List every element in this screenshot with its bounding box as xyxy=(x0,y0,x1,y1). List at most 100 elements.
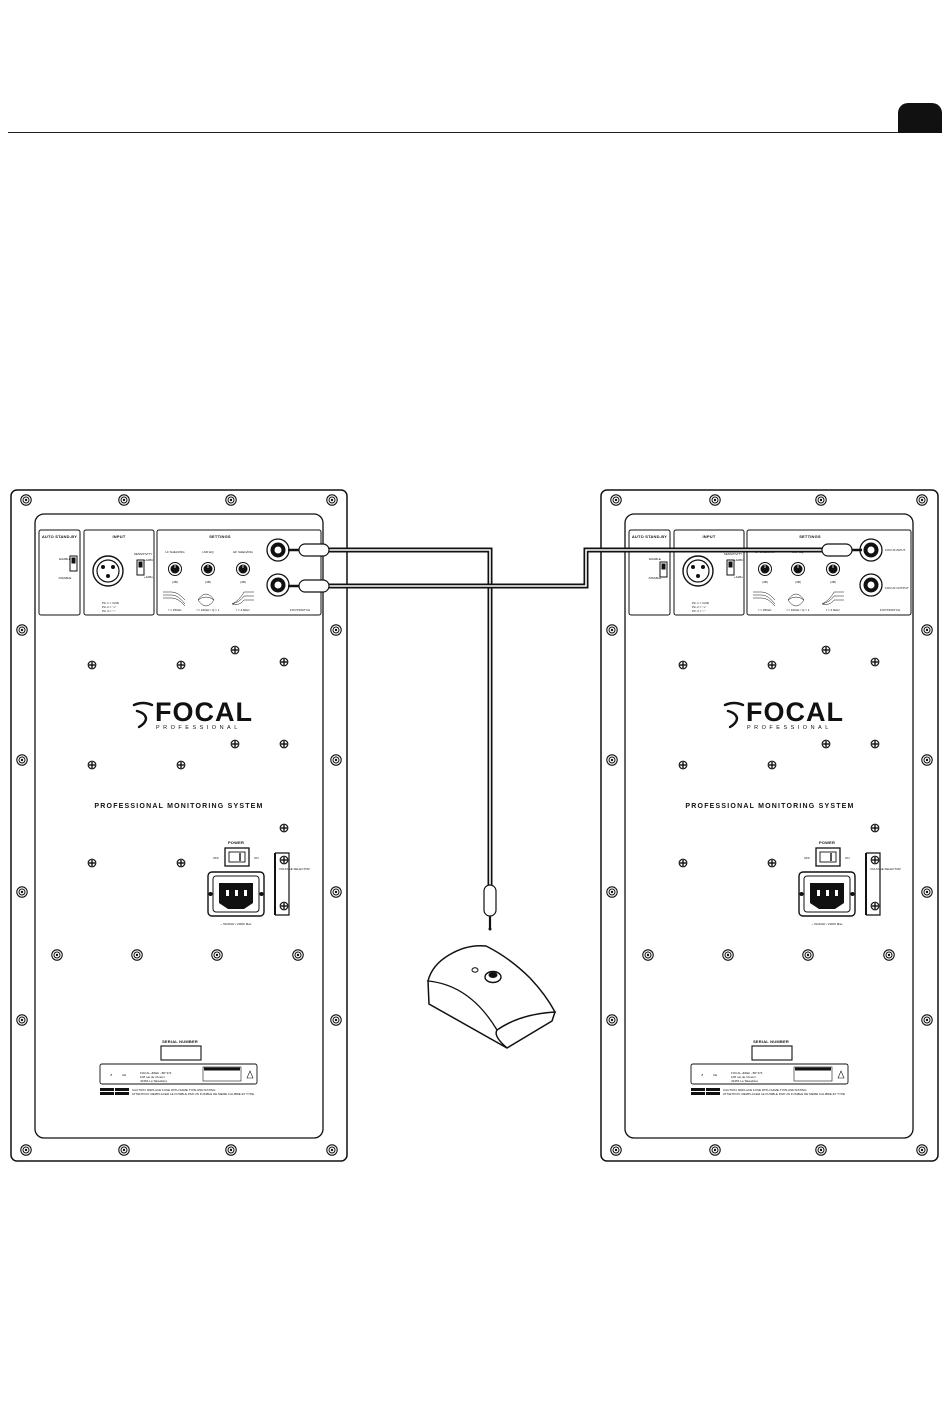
voltage-selector[interactable] xyxy=(865,852,881,916)
knob-label-lmf: LMF EQ xyxy=(202,550,214,554)
power-label: POWER xyxy=(228,840,244,845)
pin-spec-2: Pin 2 = "+" xyxy=(102,605,116,609)
lf-shelving-knob[interactable] xyxy=(168,562,182,576)
knob-unit-lf: (dB) xyxy=(762,580,768,584)
bolt-icon xyxy=(330,1014,342,1026)
autostandby-panel-left: AUTO STAND-BY ENABLE DISABLE xyxy=(38,529,81,616)
bolt-icon xyxy=(709,1144,721,1156)
fuse-warning-en: CAUTION: REPLACE FUSE WITH SAME TYPE AND… xyxy=(723,1088,807,1092)
sensitivity-label: SENSITIVITY xyxy=(724,552,742,556)
input-title: INPUT xyxy=(703,534,716,539)
bolt-icon xyxy=(883,949,895,961)
power-on-label: ON xyxy=(254,856,259,860)
bolt-icon xyxy=(815,494,827,506)
screw-icon xyxy=(767,660,777,670)
bolt-icon xyxy=(815,1144,827,1156)
autostandby-panel-right: AUTO STAND-BY ENABLE DISABLE xyxy=(628,529,671,616)
fuse-warning-fr: ATTENTION: REMPLACER LE FUSIBLE PAR UN F… xyxy=(723,1092,845,1096)
screw-icon xyxy=(678,858,688,868)
pin-spec-3: Pin 3 = "-" xyxy=(692,609,705,613)
label-addr-1: FOCAL-JMlab - BP 374 xyxy=(140,1071,172,1075)
lmf-eq-knob[interactable] xyxy=(791,562,805,576)
footswitch-label: FOOTSWITCH xyxy=(880,608,900,612)
power-switch[interactable] xyxy=(815,847,841,867)
jack-plug-right xyxy=(821,543,862,557)
graph-label-lf: f = 250Hz xyxy=(169,608,182,612)
bolt-icon xyxy=(16,886,28,898)
bolt-icon xyxy=(921,754,933,766)
screw-icon xyxy=(279,823,289,833)
focus-output-label: FOCUS OUTPUT xyxy=(885,586,909,590)
fuse-warning-en: CAUTION: REPLACE FUSE WITH SAME TYPE AND… xyxy=(132,1088,216,1092)
brand-subtitle: PROFESSIONAL xyxy=(747,725,832,731)
screw-icon xyxy=(176,760,186,770)
graph-label-lf: f = 250Hz xyxy=(759,608,772,612)
focus-output-jack-left[interactable] xyxy=(266,573,290,597)
xlr-input-connector[interactable] xyxy=(92,555,124,587)
knob-unit-hf: (dB) xyxy=(830,580,836,584)
settings-title: SETTINGS xyxy=(209,534,231,539)
knob-unit-lf: (dB) xyxy=(172,580,178,584)
sensitivity-opt1: +4dBU xyxy=(144,558,153,562)
hf-shelving-knob[interactable] xyxy=(826,562,840,576)
graph-label-lmf: f = 160Hz / Q = 1 xyxy=(197,608,220,612)
weee-bin-icon: ✗ xyxy=(701,1073,704,1077)
speaker-left-plate xyxy=(34,513,324,1139)
serial-number-box xyxy=(751,1045,793,1061)
screw-icon xyxy=(821,739,831,749)
mains-socket[interactable] xyxy=(207,871,265,917)
mains-socket[interactable] xyxy=(798,871,856,917)
mains-spec: ~ 50-60Hz / 230W Max xyxy=(812,922,843,926)
speaker-right: AUTO STAND-BY ENABLE DISABLE INPUT SENSI… xyxy=(600,489,939,1162)
bolt-icon xyxy=(225,1144,237,1156)
hf-shelving-knob[interactable] xyxy=(236,562,250,576)
pin-spec-3: Pin 3 = "-" xyxy=(102,609,115,613)
power-block-left: POWER OFF ON ~ 50-60Hz / 230W Max xyxy=(207,840,311,926)
bolt-icon xyxy=(118,1144,130,1156)
bolt-icon xyxy=(921,1014,933,1026)
bolt-icon xyxy=(20,1144,32,1156)
footswitch-pedal-icon[interactable] xyxy=(427,944,557,1049)
pin-spec-1: Pin 1 = GND xyxy=(692,601,710,605)
input-title: INPUT xyxy=(113,534,126,539)
header-rule xyxy=(8,132,940,133)
graph-label-lmf: f = 160Hz / Q = 1 xyxy=(787,608,810,612)
screw-icon xyxy=(87,760,97,770)
focus-input-jack-left[interactable] xyxy=(266,538,290,562)
settings-panel-right: SETTINGS LF SHELVING LMF EQ HF SHELVING … xyxy=(746,529,912,616)
screw-icon xyxy=(279,739,289,749)
brand-name: FOCAL xyxy=(155,697,253,727)
rating-label-right: ✗ CE FOCAL-JMlab - BP 374 108 rue de l'A… xyxy=(690,1063,849,1085)
settings-panel-left: SETTINGS LF SHELVING LMF EQ HF SHELVING … xyxy=(156,529,322,616)
serial-label: SERIAL NUMBER xyxy=(162,1039,198,1044)
focus-output-jack-right[interactable] xyxy=(859,573,883,597)
cable-footswitch xyxy=(300,547,493,886)
voltage-selector-label: VOLTAGE SELECTOR xyxy=(870,867,902,871)
screw-icon xyxy=(87,858,97,868)
autostandby-title: AUTO STAND-BY xyxy=(42,534,77,539)
brand-subtitle: PROFESSIONAL xyxy=(156,725,241,731)
autostandby-title: AUTO STAND-BY xyxy=(632,534,667,539)
page-number-tab xyxy=(898,103,942,133)
screw-icon xyxy=(176,660,186,670)
jack-plug-left-bottom xyxy=(288,579,330,593)
sensitivity-label: SENSITIVITY xyxy=(134,552,152,556)
knob-unit-lmf: (dB) xyxy=(205,580,211,584)
bolt-icon xyxy=(211,949,223,961)
lmf-eq-knob[interactable] xyxy=(201,562,215,576)
autostandby-opt2: DISABLE xyxy=(649,576,662,580)
screw-icon xyxy=(678,660,688,670)
focus-input-jack-right[interactable] xyxy=(859,538,883,562)
label-addr-3: 42353 La Talaudière xyxy=(731,1079,758,1083)
xlr-input-connector[interactable] xyxy=(682,555,714,587)
bolt-icon xyxy=(606,886,618,898)
lf-shelving-knob[interactable] xyxy=(758,562,772,576)
bolt-icon xyxy=(606,624,618,636)
voltage-selector[interactable] xyxy=(274,852,290,916)
bolt-icon xyxy=(916,1144,928,1156)
power-switch[interactable] xyxy=(224,847,250,867)
bolt-icon xyxy=(921,886,933,898)
bolt-icon xyxy=(292,949,304,961)
pin-spec-2: Pin 2 = "+" xyxy=(692,605,706,609)
bolt-icon xyxy=(131,949,143,961)
